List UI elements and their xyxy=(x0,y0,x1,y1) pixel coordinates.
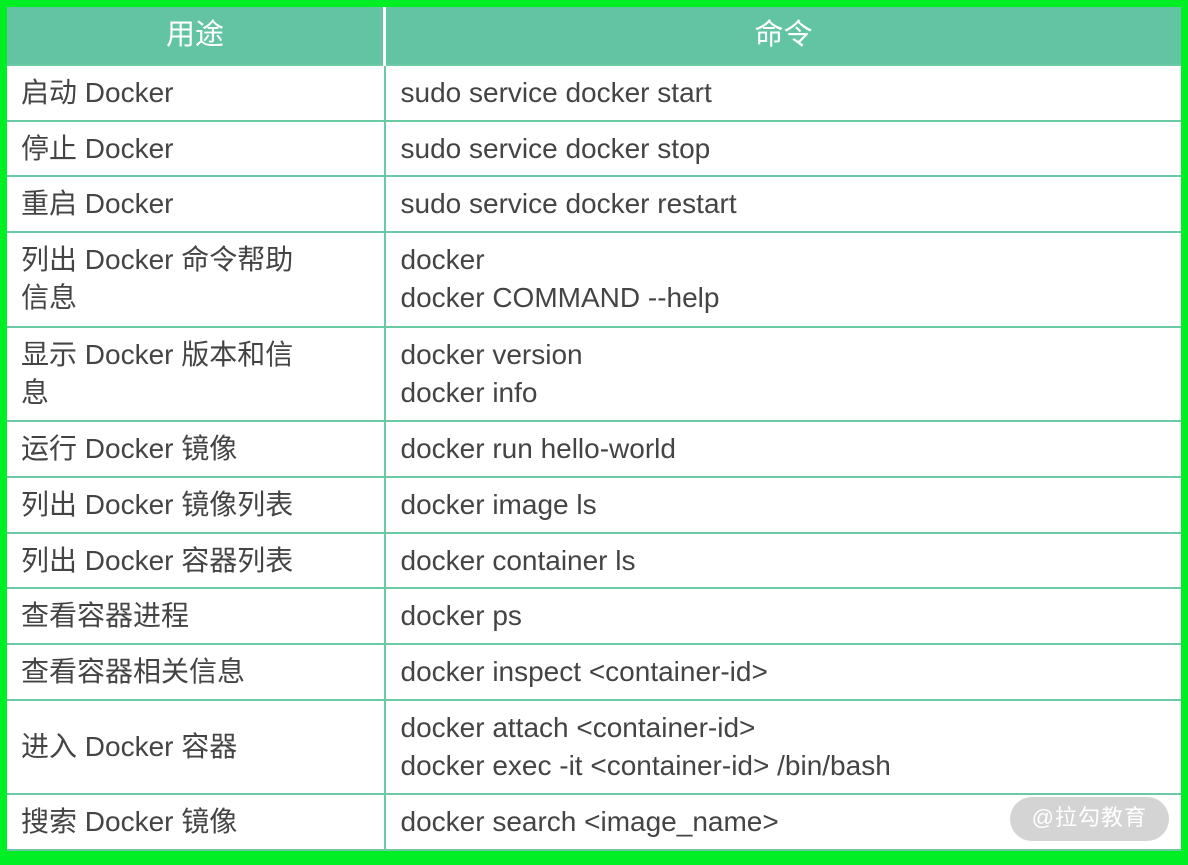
cell-command: docker run hello-world xyxy=(384,420,1181,478)
cell-purpose: 显示 Docker 版本和信 息 xyxy=(7,325,386,422)
cell-command: docker container ls xyxy=(384,531,1181,589)
cell-purpose: 查看容器进程 xyxy=(7,587,386,644)
cell-purpose: 重启 Docker xyxy=(7,175,386,232)
cell-purpose: 进入 Docker 容器 xyxy=(7,698,386,795)
cell-command: docker attach <container-id> docker exec… xyxy=(384,698,1181,795)
cell-purpose: 查看容器相关信息 xyxy=(7,642,386,700)
cell-purpose: 启动 Docker xyxy=(7,64,386,121)
cell-command: docker version docker info xyxy=(384,325,1181,422)
table-header: 用途 命令 xyxy=(7,7,1181,65)
cell-purpose: 列出 Docker 镜像列表 xyxy=(7,476,386,533)
cell-purpose: 列出 Docker 容器列表 xyxy=(7,531,386,589)
cell-command: docker ps xyxy=(384,587,1181,644)
cell-command: docker docker COMMAND --help xyxy=(384,230,1181,327)
column-header-command: 命令 xyxy=(384,7,1181,65)
cell-command: sudo service docker restart xyxy=(384,175,1181,232)
cell-purpose: 停止 Docker xyxy=(7,119,386,177)
header-row: 用途 命令 xyxy=(7,7,1181,65)
cell-command: docker inspect <container-id> xyxy=(384,642,1181,700)
cell-purpose: 列出 Docker 命令帮助 信息 xyxy=(7,230,386,327)
cell-command: docker image ls xyxy=(384,476,1181,533)
cell-purpose: 运行 Docker 镜像 xyxy=(7,420,386,478)
cell-command: docker search <image_name> xyxy=(384,793,1181,851)
cell-purpose: 搜索 Docker 镜像 xyxy=(7,793,386,851)
cell-command: sudo service docker stop xyxy=(384,119,1181,177)
column-header-purpose: 用途 xyxy=(7,7,386,65)
cell-command: sudo service docker start xyxy=(384,64,1181,121)
